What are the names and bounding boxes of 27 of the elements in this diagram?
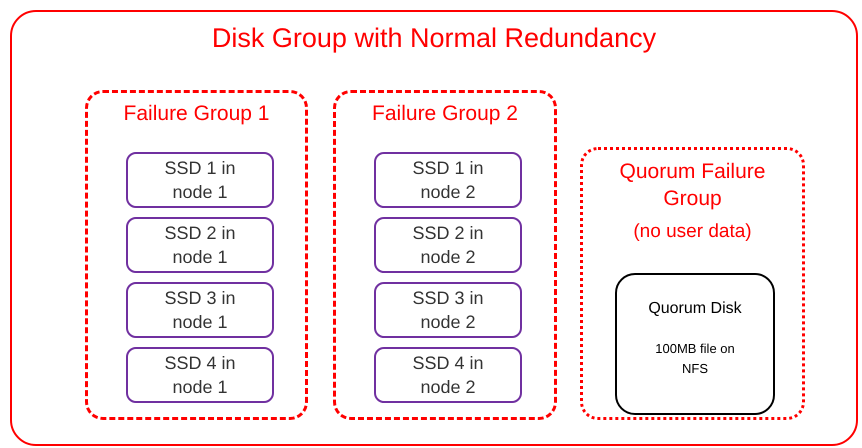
ssd-box bbox=[374, 152, 522, 208]
panel-title: Disk Group with Normal Redundancy bbox=[210, 22, 658, 55]
quorum-group-box bbox=[580, 147, 805, 420]
group-title: Failure Group 1 bbox=[122, 101, 270, 127]
failure-group-box bbox=[85, 90, 308, 420]
group-title: Failure Group 2 bbox=[371, 101, 519, 127]
ssd-box bbox=[374, 217, 522, 273]
group-title: Quorum Failure Group bbox=[618, 159, 766, 212]
ssd-label: SSD 3 in node 1 bbox=[163, 287, 237, 334]
ssd-box bbox=[126, 282, 274, 338]
ssd-box bbox=[126, 152, 274, 208]
ssd-box bbox=[374, 347, 522, 403]
ssd-label: SSD 1 in node 1 bbox=[163, 157, 237, 204]
ssd-label: SSD 4 in node 2 bbox=[411, 352, 485, 399]
disk-group-panel bbox=[10, 10, 858, 446]
ssd-box bbox=[374, 282, 522, 338]
ssd-label: SSD 2 in node 2 bbox=[411, 222, 485, 269]
ssd-label: SSD 1 in node 2 bbox=[411, 157, 485, 204]
disk-note: 100MB file on NFS bbox=[654, 340, 736, 378]
failure-group-box bbox=[333, 90, 557, 420]
ssd-box bbox=[126, 217, 274, 273]
ssd-label: SSD 4 in node 1 bbox=[163, 352, 237, 399]
ssd-box bbox=[126, 347, 274, 403]
group-note: (no user data) bbox=[632, 220, 753, 244]
disk-title: Quorum Disk bbox=[648, 299, 742, 319]
ssd-label: SSD 3 in node 2 bbox=[411, 287, 485, 334]
ssd-label: SSD 2 in node 1 bbox=[163, 222, 237, 269]
